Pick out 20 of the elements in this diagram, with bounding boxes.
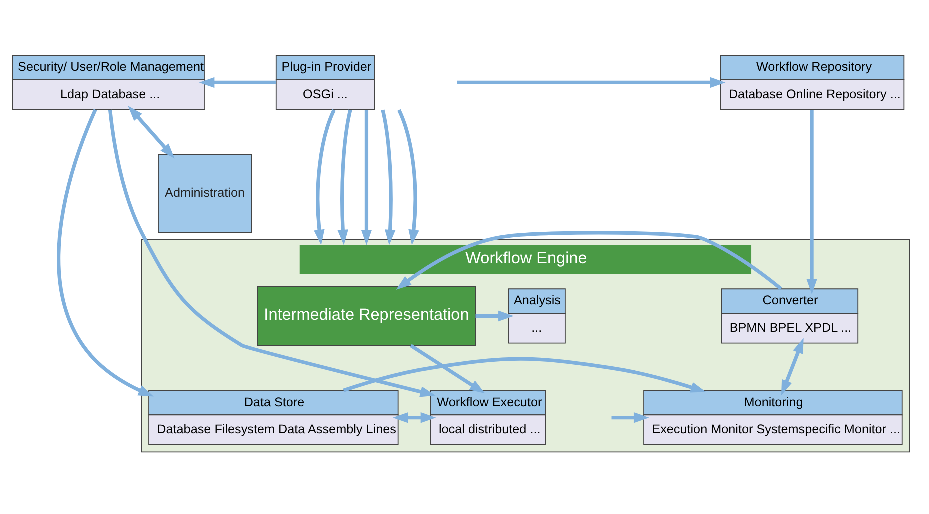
node-box: Intermediate Representation [257,286,476,346]
arrow [398,108,420,245]
arrow [457,76,726,88]
arrow [476,310,514,322]
arrow [338,109,352,245]
arrow [612,412,650,423]
arrow [57,108,154,396]
arrow [410,344,486,394]
node-box: Administration [158,154,252,233]
arrow [381,109,396,245]
arrow [343,356,706,392]
arrow [392,412,436,423]
arrow [806,110,818,294]
arrow [781,338,804,396]
arrow [128,105,175,158]
arrow [314,108,336,245]
arrow [108,109,436,397]
arrow [396,230,782,290]
arrow [199,76,276,88]
arrow [361,110,372,245]
